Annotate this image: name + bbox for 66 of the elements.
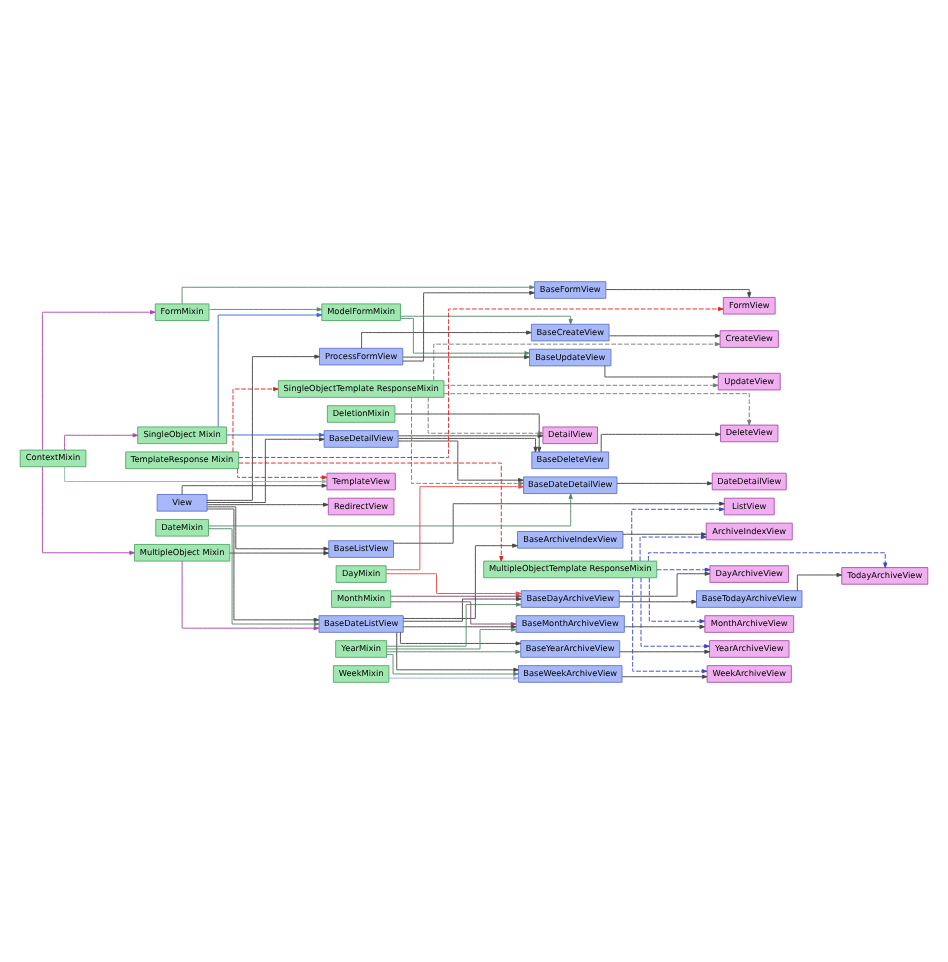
arrow [397, 432, 544, 437]
arrow [217, 311, 323, 427]
arrow [386, 626, 517, 649]
arrow [388, 675, 519, 680]
arrow [604, 364, 719, 379]
arrow [232, 385, 279, 452]
arrow [796, 571, 843, 591]
arrow [411, 395, 524, 485]
arrow [640, 576, 710, 648]
arrow [206, 353, 320, 500]
arrow [618, 598, 697, 603]
arrow [206, 436, 325, 502]
arrow [398, 436, 538, 452]
arrow [622, 531, 707, 536]
arrow [647, 551, 888, 567]
arrow [605, 288, 752, 297]
arrow [208, 306, 323, 311]
arrow [621, 673, 708, 678]
arrow [402, 354, 530, 359]
arrow [181, 482, 328, 494]
arrow [361, 329, 532, 348]
arrow [208, 527, 320, 626]
arrow [41, 465, 135, 554]
arrow [206, 505, 329, 550]
arrow [237, 467, 328, 479]
arrow [433, 341, 721, 380]
arrow [623, 623, 705, 628]
arrow [41, 309, 156, 450]
arrow [393, 500, 725, 543]
arrow [616, 480, 713, 485]
arrow [443, 392, 752, 425]
arrow [386, 653, 519, 676]
arrow [443, 382, 719, 387]
arrow [229, 550, 329, 555]
arrow [403, 595, 522, 621]
arrow [609, 332, 721, 337]
arrow [618, 570, 711, 596]
arrow [427, 396, 544, 435]
arrow [181, 284, 535, 304]
arrow [648, 576, 705, 623]
arrow [639, 533, 707, 561]
arrow [385, 572, 522, 595]
arrow [619, 648, 710, 653]
arrow [402, 542, 518, 618]
arrow [600, 431, 721, 452]
arrow [181, 559, 320, 630]
arrow [631, 506, 725, 561]
arrow [385, 483, 524, 570]
arrow [400, 630, 522, 645]
arrow [64, 465, 328, 483]
arrow [656, 566, 711, 571]
arrow [206, 501, 329, 506]
arrow [394, 412, 542, 452]
arrow [206, 507, 320, 621]
arrow [396, 630, 519, 671]
arrow [386, 648, 521, 653]
arrow [400, 316, 530, 355]
arrow [632, 576, 708, 673]
arrow [226, 431, 325, 437]
arrow [386, 601, 522, 646]
arrow [390, 593, 522, 598]
arrow [402, 289, 535, 361]
arrow [400, 314, 573, 324]
arrow [397, 439, 524, 482]
arrow [238, 305, 724, 457]
arrow [64, 432, 139, 450]
